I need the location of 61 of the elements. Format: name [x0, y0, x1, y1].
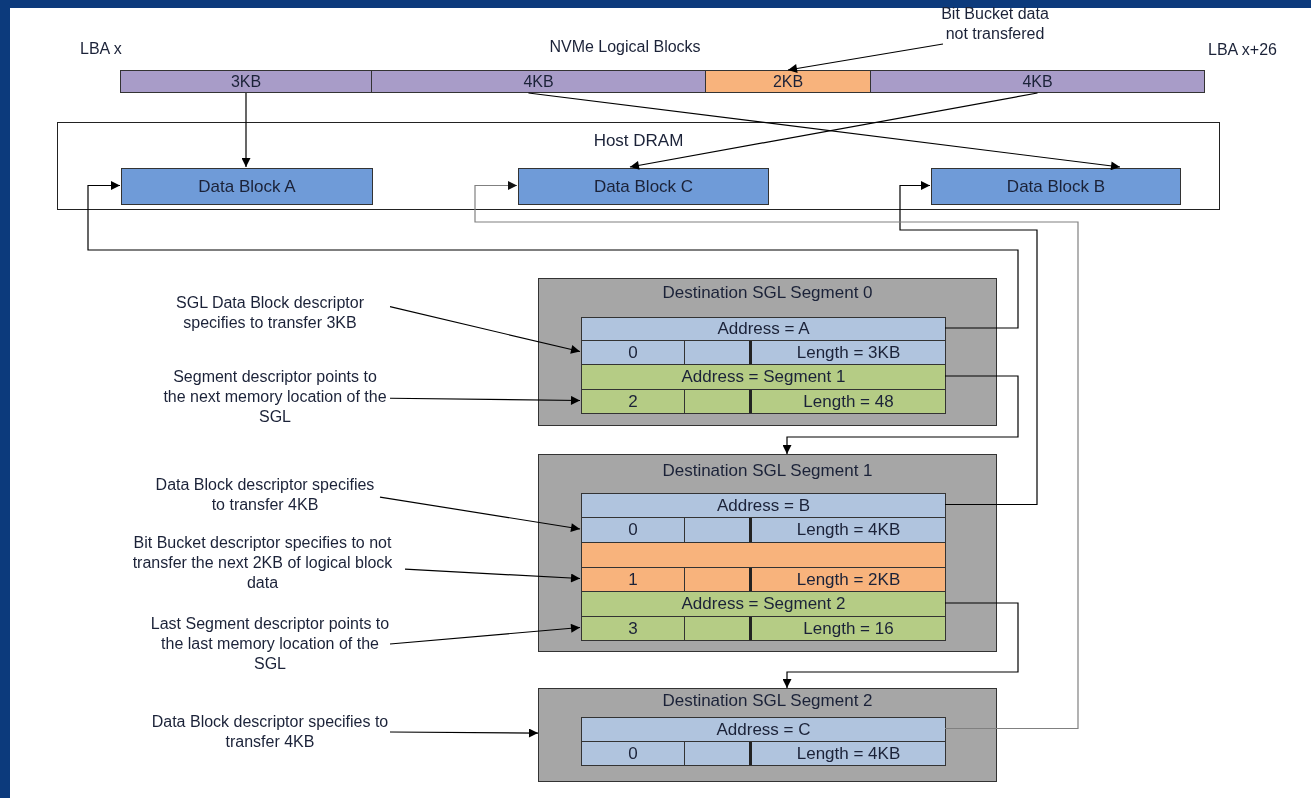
- table-cell: 3: [582, 617, 685, 640]
- annotation-text: Data Block descriptor specifies to transfer 4KB: [150, 711, 390, 753]
- leader-arrow: [787, 43, 944, 73]
- sgl-segment-box: [538, 688, 997, 782]
- descriptor-row: Address = Segment 2: [581, 591, 946, 617]
- leader-arrow: [404, 568, 581, 583]
- descriptor-row: Address = A: [581, 317, 946, 341]
- empty-descriptor-row: [581, 542, 946, 568]
- annotation-text: Bit Bucket data not transfered: [930, 4, 1060, 44]
- connector-arrow: [474, 181, 1079, 730]
- table-cell-text: Length = 16: [802, 617, 895, 640]
- connector-arrow: [241, 92, 251, 168]
- data-block-box: Data Block B: [931, 168, 1181, 205]
- descriptor-row: [581, 517, 946, 543]
- data-block-box: Data Block C: [518, 168, 769, 205]
- box-title: Host DRAM: [592, 131, 685, 151]
- logical-block-segment: 4KB: [371, 70, 706, 93]
- table-cell-text: Length = 48: [802, 390, 895, 413]
- box-title: Destination SGL Segment 1: [661, 461, 874, 481]
- sgl-segment-box: [538, 278, 997, 426]
- descriptor-row: [581, 389, 946, 414]
- connector-arrow: [782, 602, 1019, 689]
- leader-arrow: [389, 306, 581, 354]
- sgl-segment-box: [538, 454, 997, 652]
- descriptor-row: Address = B: [581, 493, 946, 518]
- descriptor-row: [581, 340, 946, 365]
- table-cell: 0: [582, 742, 685, 765]
- table-cell-text: Length = 4KB: [795, 742, 902, 765]
- annotation-text: Data Block descriptor specifies to transfer 4KB: [150, 474, 380, 516]
- logical-block-segment: 4KB: [870, 70, 1205, 93]
- box-title: Destination SGL Segment 0: [661, 283, 874, 303]
- connector-arrow: [629, 92, 1039, 170]
- annotation-text: Segment descriptor points to the next memory location of the SGL: [160, 366, 390, 428]
- leader-arrow: [389, 623, 581, 645]
- leader-arrow: [389, 395, 581, 405]
- axis-label: LBA x+26: [1208, 41, 1277, 59]
- table-cell-text: Length = 4KB: [795, 519, 902, 541]
- connector-arrow: [899, 181, 1038, 506]
- table-cell: 2: [582, 390, 685, 413]
- leader-arrow: [389, 728, 539, 738]
- descriptor-row: [581, 741, 946, 766]
- axis-label: LBA x: [80, 40, 122, 58]
- descriptor-row: [581, 567, 946, 592]
- leader-arrow: [379, 496, 581, 533]
- descriptor-row: Address = C: [581, 717, 946, 742]
- connector-arrow: [782, 375, 1019, 455]
- connector-arrow: [527, 92, 1121, 171]
- axis-label: NVMe Logical Blocks: [549, 38, 701, 56]
- box-title: Destination SGL Segment 2: [661, 691, 874, 711]
- descriptor-row: Address = Segment 1: [581, 364, 946, 390]
- table-cell-text: Length = 2KB: [795, 568, 902, 591]
- data-block-box: Data Block A: [121, 168, 373, 205]
- annotation-text: Bit Bucket descriptor specifies to not transfer the next 2KB of logical block data: [120, 532, 405, 594]
- host-dram-box: [57, 122, 1220, 210]
- connector-arrow: [87, 181, 1019, 329]
- logical-block-segment: 2KB: [705, 70, 871, 93]
- table-cell-text: Length = 3KB: [795, 341, 902, 364]
- annotation-text: Last Segment descriptor points to the last memory location of the SGL: [150, 613, 390, 675]
- annotation-text: SGL Data Block descriptor specifies to transfer 3KB: [150, 292, 390, 334]
- descriptor-row: [581, 616, 946, 641]
- logical-block-segment: 3KB: [120, 70, 372, 93]
